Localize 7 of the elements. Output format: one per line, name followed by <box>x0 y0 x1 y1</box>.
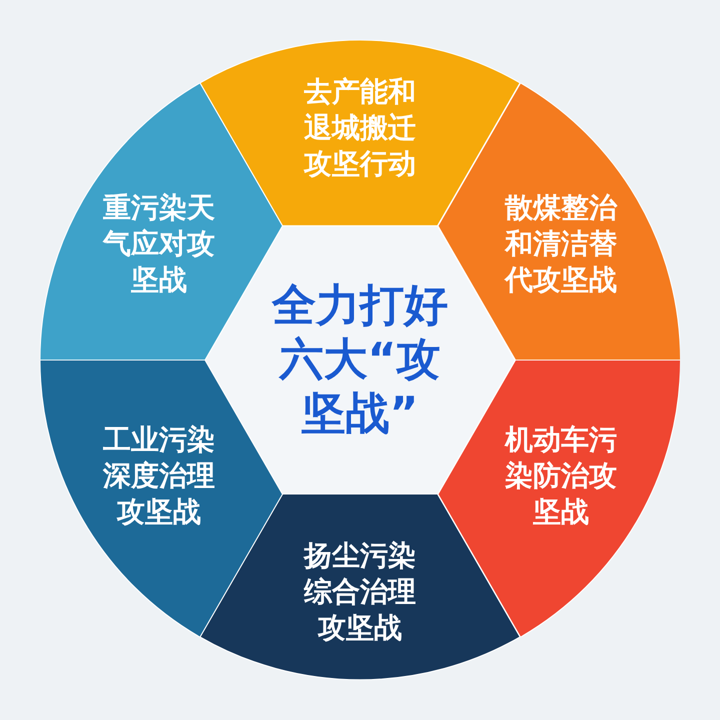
segment-label: 扬尘污染综合治理攻坚战 <box>302 538 417 646</box>
center-title: 全力打好六大“攻坚战” <box>270 278 449 441</box>
segment-label: 去产能和退城搬迁攻坚行动 <box>302 74 417 182</box>
segment-label: 机动车污染防治攻坚战 <box>503 422 618 530</box>
segment-label: 散煤整治和清洁替代攻坚战 <box>503 190 618 298</box>
segment-label: 重污染天气应对攻坚战 <box>102 190 216 298</box>
segment-label: 工业污染深度治理攻坚战 <box>102 422 216 530</box>
